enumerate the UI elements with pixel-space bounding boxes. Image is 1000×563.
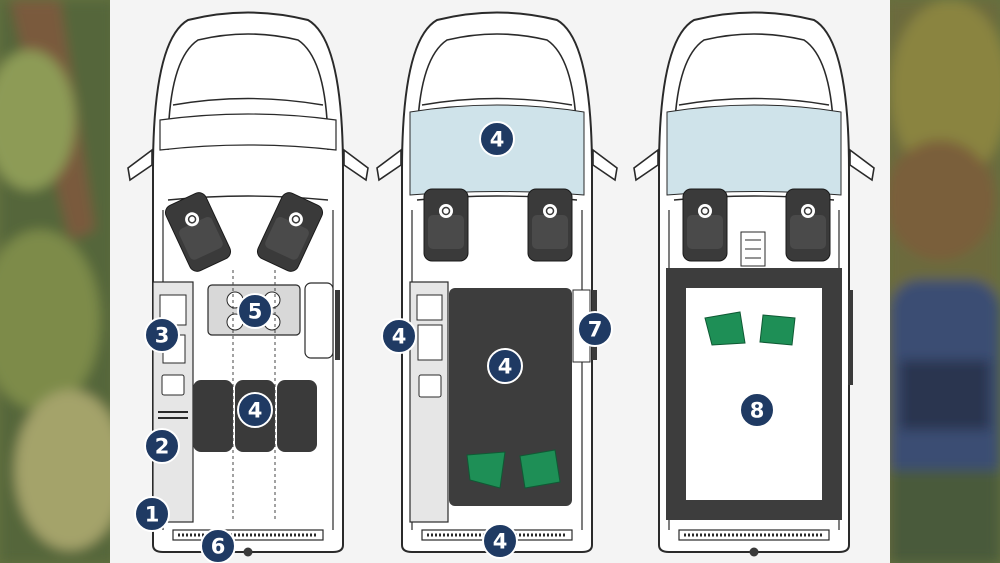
callout-number: 6 [211,535,226,559]
callout-badge [487,348,523,384]
callout-badge [144,428,180,464]
callout-6: 6 [200,528,236,563]
callout-number: 8 [750,399,765,423]
callout-3: 3 [144,317,180,353]
driver-seat [423,188,469,262]
callout-badge [482,523,518,559]
kitchen-unit [409,281,449,523]
callout-5: 5 [237,293,273,329]
lower-bed [449,288,572,506]
callout-7: 7 [577,311,613,347]
ladder [740,231,766,267]
callout-number: 7 [588,318,603,342]
callout-badge [479,121,515,157]
passenger-seat [785,188,831,262]
callout-number: 5 [248,300,263,324]
callout-badge [381,318,417,354]
callout-number: 4 [498,355,513,379]
driver-seat [682,188,728,262]
callout-badge [739,392,775,428]
plan-middle [375,11,619,558]
plan-left [126,11,370,558]
callout-4a: 4 [237,392,273,428]
callout-badge [237,392,273,428]
callout-2: 2 [144,428,180,464]
callout-badge [237,293,273,329]
callout-8: 8 [739,392,775,428]
callout-number: 4 [392,325,407,349]
plan-right [632,11,876,558]
callout-1: 1 [134,496,170,532]
callout-badge [134,496,170,532]
callout-4b: 4 [479,121,515,157]
callout-badge [144,317,180,353]
callout-number: 4 [493,530,508,554]
callout-4e: 4 [482,523,518,559]
callout-number: 1 [145,503,160,527]
callout-number: 3 [155,324,170,348]
callout-number: 2 [155,435,170,459]
callout-badge [577,311,613,347]
passenger-seat [527,188,573,262]
callout-4d: 4 [487,348,523,384]
callout-number: 4 [248,399,263,423]
callout-badge [200,528,236,563]
callout-4c: 4 [381,318,417,354]
callout-number: 4 [490,128,505,152]
